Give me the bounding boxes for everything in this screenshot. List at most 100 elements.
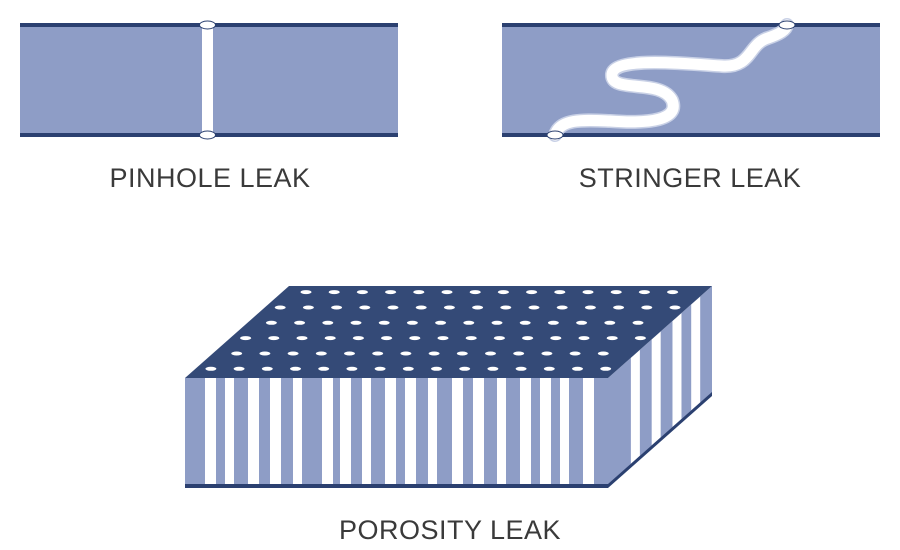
porosity-pore bbox=[491, 320, 503, 325]
stringer-bottom-opening bbox=[546, 130, 564, 140]
porosity-pore bbox=[638, 290, 650, 295]
porosity-pore bbox=[604, 320, 616, 325]
porosity-pore bbox=[443, 305, 455, 310]
porosity-pore bbox=[550, 336, 562, 341]
porosity-pore bbox=[350, 320, 362, 325]
porosity-pore bbox=[344, 351, 355, 356]
porosity-pore bbox=[497, 290, 509, 295]
porosity-pore bbox=[302, 305, 314, 310]
porosity-pore bbox=[543, 366, 555, 371]
porosity-pore bbox=[582, 290, 594, 295]
porosity-front-bottom-edge bbox=[185, 484, 608, 488]
porosity-pore bbox=[300, 290, 312, 295]
porosity-pore bbox=[528, 305, 540, 310]
porosity-pore bbox=[469, 290, 481, 295]
porosity-front-channel bbox=[452, 378, 463, 484]
porosity-pore bbox=[294, 320, 306, 325]
porosity-pore bbox=[606, 336, 618, 341]
porosity-front-channel bbox=[205, 378, 216, 484]
porosity-pore bbox=[233, 366, 245, 371]
porosity-pore bbox=[385, 290, 397, 295]
porosity-pore bbox=[441, 290, 453, 295]
porosity-pore bbox=[493, 336, 505, 341]
stringer-body bbox=[502, 25, 880, 135]
porosity-pore bbox=[547, 320, 559, 325]
porosity-pore bbox=[632, 320, 644, 325]
porosity-pore bbox=[556, 305, 568, 310]
porosity-pore bbox=[522, 336, 534, 341]
porosity-pore bbox=[274, 305, 286, 310]
porosity-pore bbox=[456, 351, 468, 356]
stringer-channel bbox=[549, 19, 793, 141]
porosity-pore bbox=[346, 366, 358, 371]
porosity-front-channel bbox=[428, 378, 437, 484]
stringer-panel bbox=[502, 18, 880, 142]
porosity-pore bbox=[374, 366, 386, 371]
porosity-pore bbox=[387, 305, 399, 310]
porosity-front-channels bbox=[205, 378, 594, 484]
porosity-pore bbox=[610, 290, 622, 295]
porosity-pore bbox=[415, 305, 427, 310]
porosity-pore bbox=[296, 336, 308, 341]
porosity-pore bbox=[554, 290, 566, 295]
porosity-pore bbox=[572, 366, 583, 371]
porosity-pore bbox=[290, 366, 301, 371]
porosity-pore bbox=[259, 351, 271, 356]
porosity-pore bbox=[600, 366, 612, 371]
porosity-pore bbox=[413, 290, 425, 295]
pinhole-bottom-opening bbox=[199, 130, 216, 140]
porosity-front-channel bbox=[473, 378, 484, 484]
porosity-pore bbox=[667, 290, 679, 295]
porosity-pore bbox=[428, 351, 440, 356]
porosity-pore bbox=[465, 336, 477, 341]
porosity-front-channel bbox=[385, 378, 396, 484]
porosity-pore bbox=[437, 336, 449, 341]
porosity-front-channel bbox=[225, 378, 234, 484]
porosity-pore bbox=[613, 305, 625, 310]
porosity-front-channel bbox=[322, 378, 333, 484]
porosity-block bbox=[185, 286, 712, 488]
porosity-side-channel bbox=[672, 312, 682, 427]
porosity-pore bbox=[261, 366, 273, 371]
porosity-front-channel bbox=[293, 378, 302, 484]
porosity-front-channel bbox=[583, 378, 594, 484]
porosity-pore bbox=[331, 305, 343, 310]
porosity-side-channels bbox=[630, 296, 701, 464]
porosity-pore bbox=[322, 320, 334, 325]
porosity-pore bbox=[513, 351, 525, 356]
porosity-pore bbox=[578, 336, 590, 341]
porosity-pore bbox=[431, 366, 442, 371]
porosity-pore bbox=[487, 366, 499, 371]
porosity-front-channel bbox=[520, 378, 531, 484]
porosity-front-channel bbox=[405, 378, 416, 484]
porosity-top-face bbox=[185, 286, 712, 378]
porosity-pore bbox=[485, 351, 496, 356]
porosity-pore bbox=[463, 320, 475, 325]
porosity-pore bbox=[526, 290, 538, 295]
porosity-pore bbox=[500, 305, 512, 310]
porosity-leak-label: POROSITY LEAK bbox=[338, 515, 562, 545]
stringer-bottom-edge bbox=[502, 133, 880, 137]
stringer-top-opening bbox=[778, 20, 796, 30]
porosity-top-pores bbox=[205, 290, 681, 371]
porosity-pore bbox=[205, 366, 217, 371]
porosity-front-channel bbox=[560, 378, 569, 484]
porosity-pore bbox=[352, 336, 364, 341]
porosity-pore bbox=[231, 351, 243, 356]
porosity-side-channel bbox=[630, 349, 640, 464]
porosity-front-channel bbox=[362, 378, 371, 484]
pinhole-channel bbox=[202, 25, 213, 135]
porosity-pore bbox=[378, 320, 390, 325]
porosity-pore bbox=[381, 336, 393, 341]
porosity-pore bbox=[240, 336, 252, 341]
porosity-pore bbox=[669, 305, 681, 310]
porosity-pore bbox=[400, 351, 412, 356]
pinhole-panel bbox=[20, 20, 398, 140]
porosity-side-bottom-edge bbox=[608, 392, 712, 488]
porosity-pore bbox=[402, 366, 414, 371]
porosity-pore bbox=[641, 305, 653, 310]
porosity-pore bbox=[406, 320, 418, 325]
porosity-pore bbox=[515, 366, 527, 371]
pinhole-leak-label: PINHOLE LEAK bbox=[109, 163, 311, 193]
